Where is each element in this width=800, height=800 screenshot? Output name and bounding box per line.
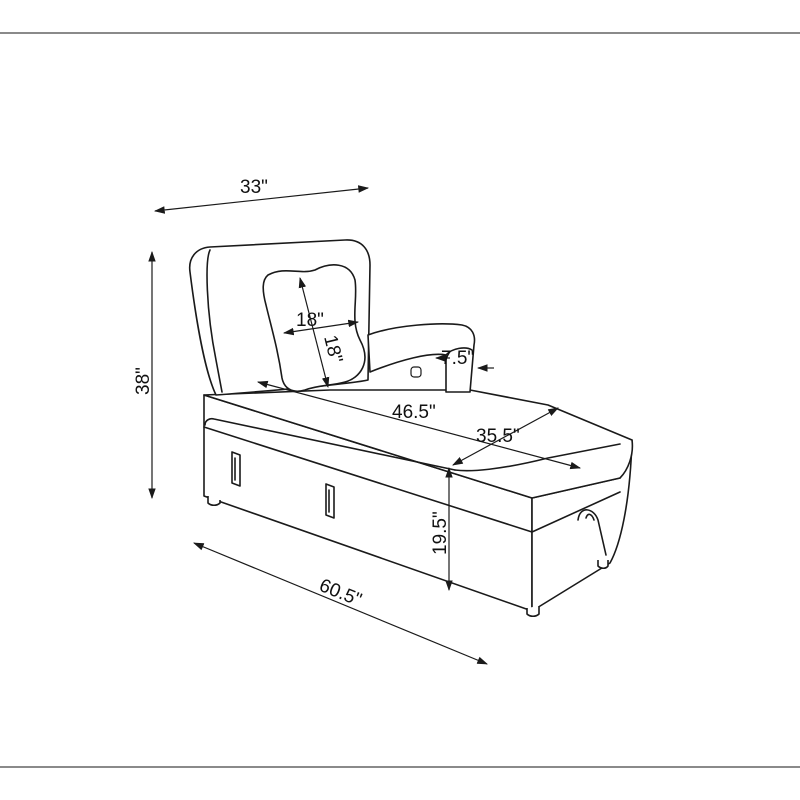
dim-length-line — [193, 542, 488, 665]
dim-chaise-width-line — [452, 407, 559, 466]
dim-length-label: 60.5" — [316, 575, 364, 611]
backrest-inner-edge — [206, 249, 223, 393]
dim-pillow-height-line — [298, 276, 330, 389]
foot-front-right — [526, 606, 540, 618]
storage-lid-line — [204, 417, 456, 471]
center-drawer-handle — [325, 483, 335, 519]
left-drawer-handle — [231, 451, 241, 487]
foot-back-right — [597, 560, 609, 570]
armrest — [367, 323, 476, 393]
end-pull-strap — [577, 509, 607, 556]
dim-width-top-line — [153, 185, 370, 214]
dim-pillow-width-label: 18" — [296, 310, 324, 331]
dim-width-top-label: 33" — [240, 177, 268, 198]
foot-left — [207, 496, 221, 507]
dim-seat-height-label: 19.5" — [430, 511, 451, 555]
dim-arm-height-label: 7.5" — [441, 348, 474, 369]
dimension-lines: 33" 38" 18" 18" 7.5" 46.5" 35.5" 19.5" 6… — [133, 177, 582, 665]
chaise-lounge-drawing — [188, 239, 634, 618]
dim-chaise-width-label: 35.5" — [476, 426, 520, 447]
armrest-front-face — [445, 347, 473, 356]
dim-height-label: 38" — [133, 367, 154, 395]
usb-port-icon — [410, 366, 422, 378]
dim-seat-depth-label: 46.5" — [392, 402, 436, 423]
